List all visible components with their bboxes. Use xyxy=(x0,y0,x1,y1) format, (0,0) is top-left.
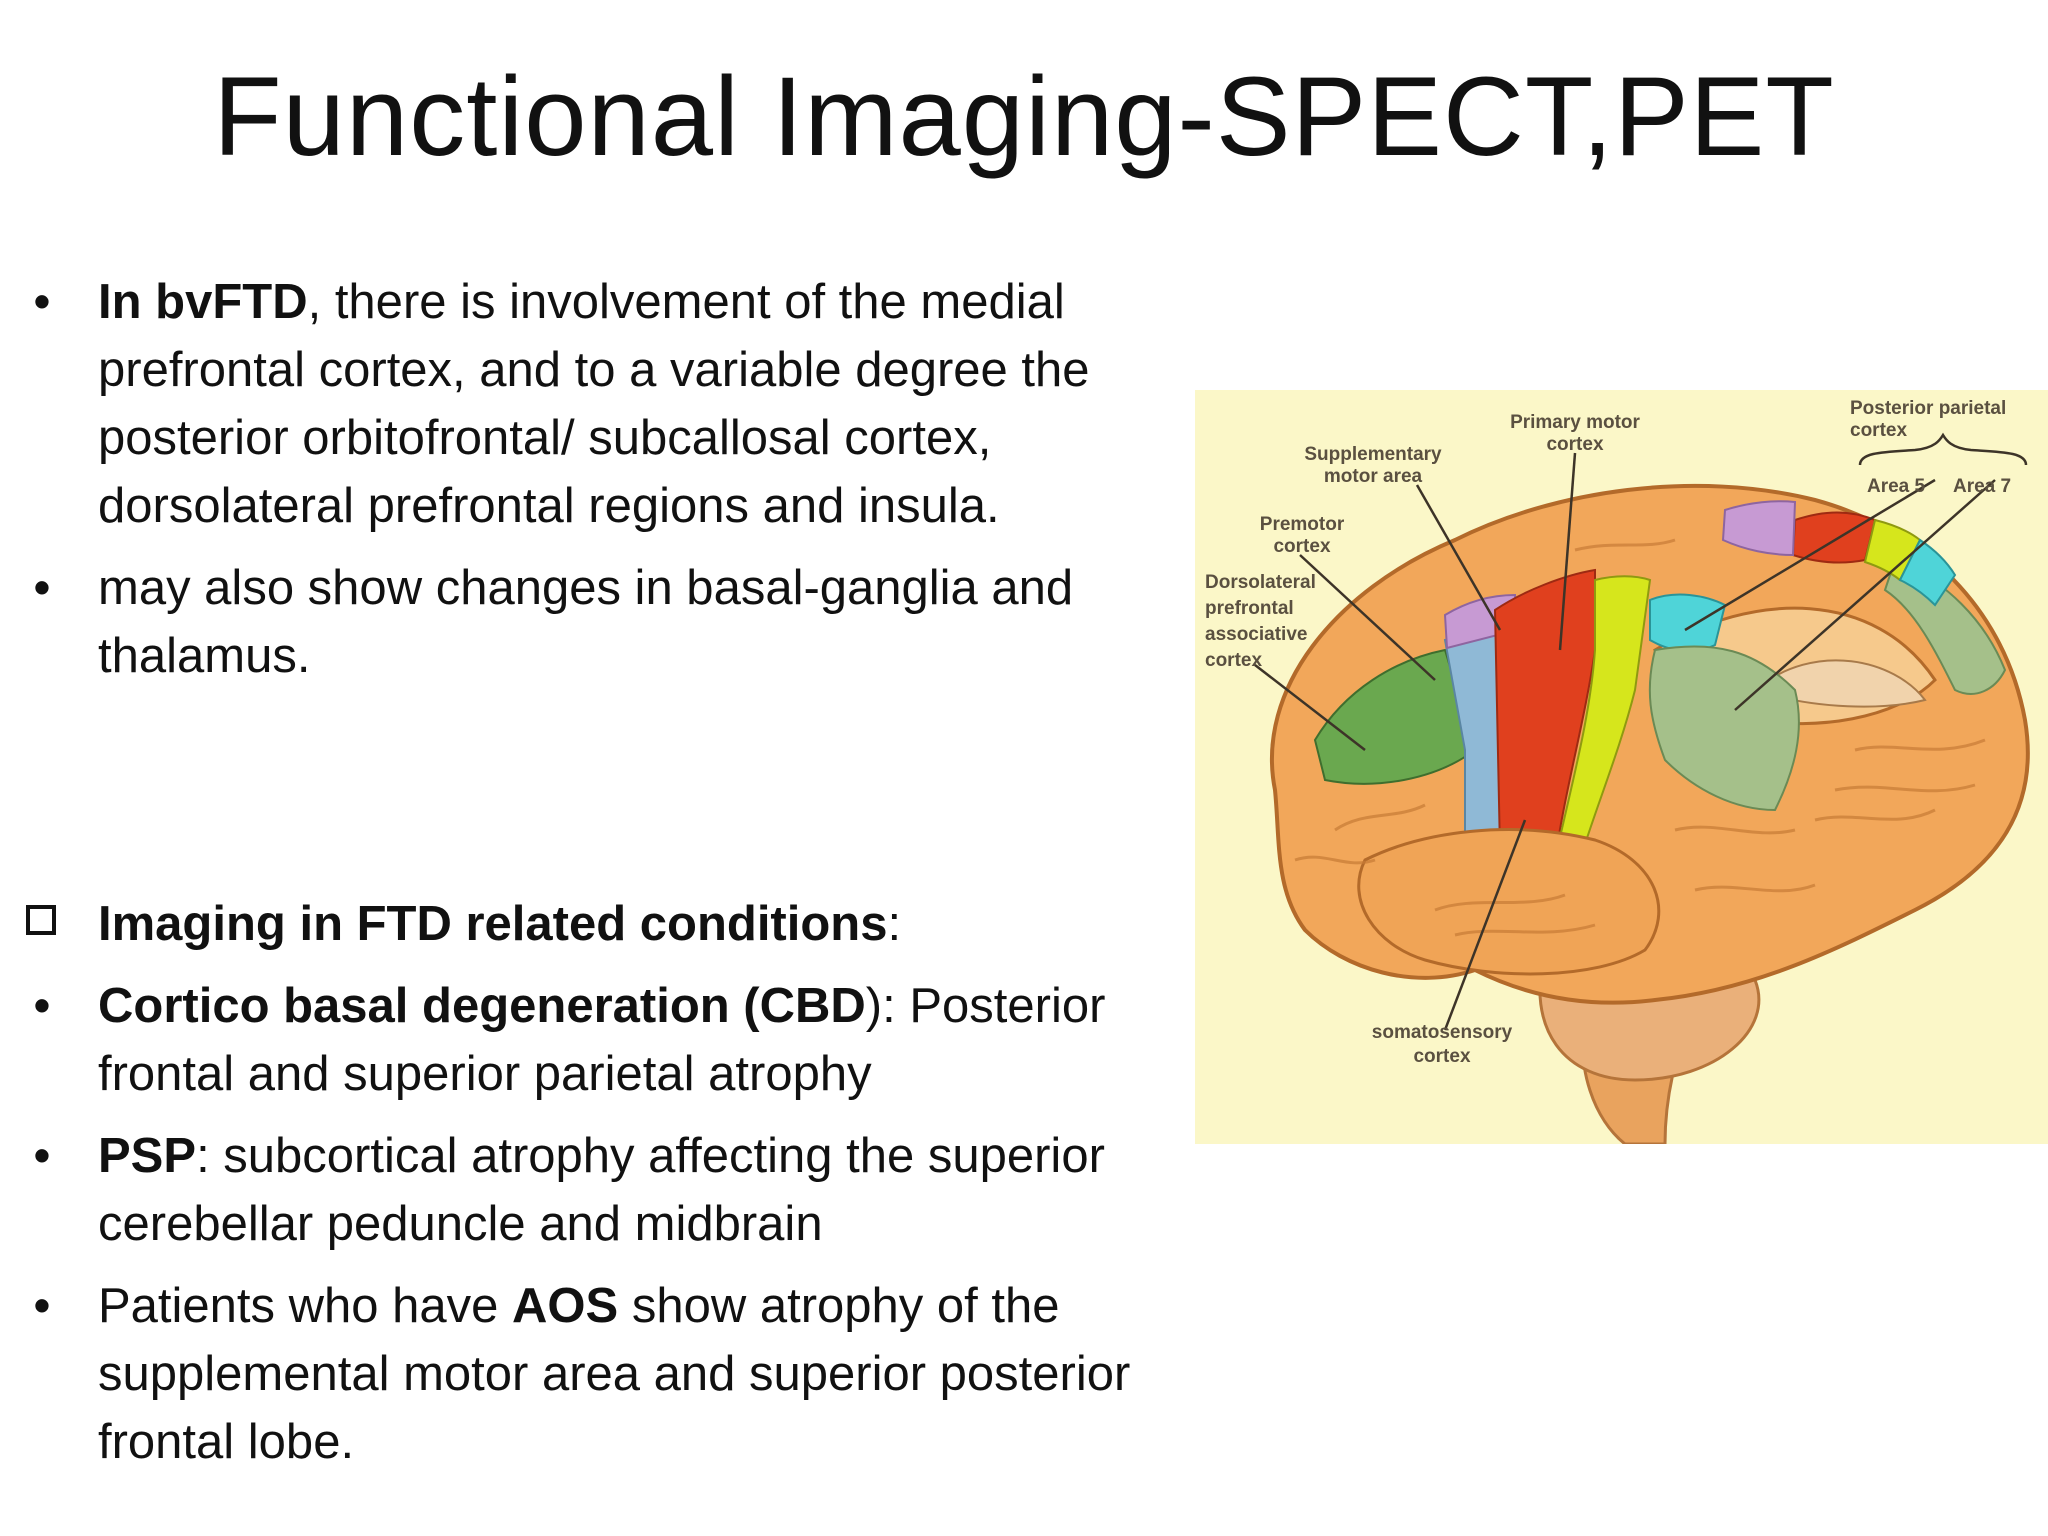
section-heading-suffix: : xyxy=(887,897,902,951)
label-supplementary-line2: motor area xyxy=(1324,466,1423,487)
bullet-marker: • xyxy=(33,1129,51,1183)
bullet-text-pre: Patients who have xyxy=(98,1279,513,1333)
bullet-item-cbd: • Cortico basal degeneration (CBD): Post… xyxy=(22,972,1232,1108)
bullet-marker: • xyxy=(33,561,51,615)
medial-green-region xyxy=(1883,558,2007,695)
bullet-text: , there is involvement of the medial pre… xyxy=(98,275,1090,533)
bullet-list: • In bvFTD, there is involvement of the … xyxy=(22,268,1232,1490)
bullet-item-aos: • Patients who have AOS show atrophy of … xyxy=(22,1272,1232,1476)
bullet-item-basal-ganglia: • may also show changes in basal-ganglia… xyxy=(22,554,1232,690)
bullet-marker: • xyxy=(33,979,51,1033)
bullet-marker: • xyxy=(33,275,51,329)
bullet-text: ): Posterior frontal and superior pariet… xyxy=(98,979,1106,1101)
label-primary-motor-line2: cortex xyxy=(1546,434,1603,455)
bullet-bold-term: Cortico basal degeneration (CBD xyxy=(98,979,866,1033)
area-5-region xyxy=(1649,593,1727,652)
section-heading-text: Imaging in FTD related conditions xyxy=(98,897,888,951)
label-supplementary-line1: Supplementary xyxy=(1304,444,1442,465)
checkbox-icon xyxy=(26,905,56,935)
bullet-bold-term: AOS xyxy=(512,1279,619,1333)
bullet-bold-term: PSP xyxy=(98,1129,197,1183)
label-somatosensory-line1: somatosensory xyxy=(1372,1022,1513,1043)
bullet-text: may also show changes in basal-ganglia a… xyxy=(98,561,1074,683)
label-dorsolateral-line2: prefrontal xyxy=(1205,598,1294,619)
label-dorsolateral-line3: associative xyxy=(1205,624,1307,645)
somatosensory-strip xyxy=(1553,575,1652,861)
label-premotor-line2: cortex xyxy=(1273,536,1330,557)
label-area-5: Area 5 xyxy=(1867,476,1926,497)
leader-lines xyxy=(1254,452,1996,1031)
corpus-callosum xyxy=(1752,659,1927,708)
label-primary-motor-line1: Primary motor xyxy=(1510,412,1640,433)
bullet-item-bvftd: • In bvFTD, there is involvement of the … xyxy=(22,268,1232,540)
brain-illustration: Primary motor cortex Supplementary motor… xyxy=(1205,398,2030,1144)
label-dorsolateral-line4: cortex xyxy=(1205,650,1262,671)
medial-purple-region xyxy=(1721,500,1797,557)
brain-diagram: Primary motor cortex Supplementary motor… xyxy=(1195,390,2048,1144)
bullet-bold-term: In bvFTD xyxy=(98,275,308,329)
label-somatosensory-line2: cortex xyxy=(1413,1046,1470,1067)
label-dorsolateral-line1: Dorsolateral xyxy=(1205,572,1316,593)
gyri-texture xyxy=(1294,538,1986,937)
bullet-marker: • xyxy=(33,1279,51,1333)
bullet-item-psp: • PSP: subcortical atrophy affecting the… xyxy=(22,1122,1232,1258)
posterior-parietal-brace xyxy=(1858,432,2028,466)
label-posterior-parietal-line2: cortex xyxy=(1850,420,1907,441)
bullet-text: : subcortical atrophy affecting the supe… xyxy=(98,1129,1105,1251)
medial-cyan-region xyxy=(1898,538,1957,607)
section-heading: Imaging in FTD related conditions: xyxy=(22,890,1232,958)
bullet-text: show atrophy of the supplemental motor a… xyxy=(98,1279,1131,1469)
label-area-7: Area 7 xyxy=(1953,476,2011,497)
label-posterior-parietal-line1: Posterior parietal xyxy=(1850,398,2006,419)
medial-red-region xyxy=(1791,511,1877,564)
label-premotor-line1: Premotor xyxy=(1260,514,1345,535)
slide-title: Functional Imaging-SPECT,PET xyxy=(213,54,1835,179)
